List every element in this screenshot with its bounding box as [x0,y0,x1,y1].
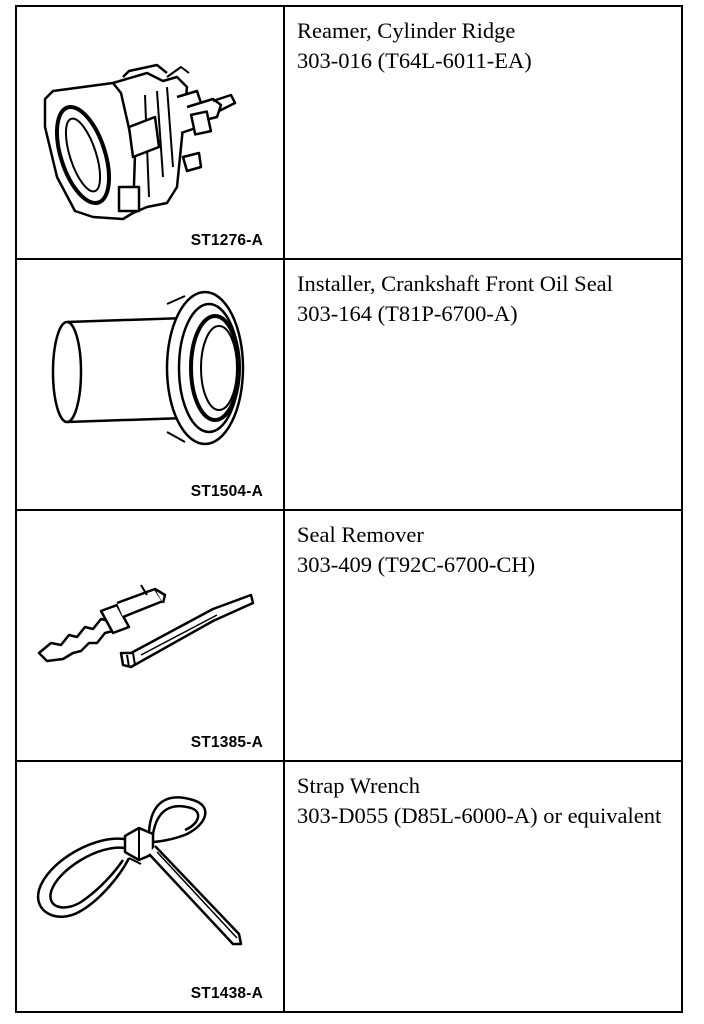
special-tools-table: ST1276-A Reamer, Cylinder Ridge 303-016 … [15,5,683,1013]
cylinder-ridge-reamer-icon [43,63,237,221]
strap-wrench-icon [36,796,243,946]
tool-description-cell: Installer, Crankshaft Front Oil Seal 303… [285,260,681,509]
tool-description-cell: Seal Remover 303-409 (T92C-6700-CH) [285,511,681,760]
figure-code: ST1276-A [190,232,263,249]
tool-part-number: 303-D055 (D85L-6000-A) or equivalent [297,803,662,828]
seal-installer-icon [51,290,245,446]
figure-code: ST1504-A [190,483,263,500]
tool-row-seal-remover: ST1385-A Seal Remover 303-409 (T92C-6700… [17,511,681,762]
tool-description-cell: Reamer, Cylinder Ridge 303-016 (T64L-601… [285,7,681,258]
tool-row-reamer: ST1276-A Reamer, Cylinder Ridge 303-016 … [17,7,681,260]
tool-row-seal-installer: ST1504-A Installer, Crankshaft Front Oil… [17,260,681,511]
tool-name: Strap Wrench [297,773,421,798]
tool-name: Seal Remover [297,522,424,547]
tool-illustration-cell: ST1276-A [17,7,285,258]
tool-part-number: 303-016 (T64L-6011-EA) [297,48,532,73]
tool-illustration-cell: ST1385-A [17,511,285,760]
tool-illustration-cell: ST1504-A [17,260,285,509]
tool-name: Installer, Crankshaft Front Oil Seal [297,271,613,296]
tool-description-cell: Strap Wrench 303-D055 (D85L-6000-A) or e… [285,762,681,1011]
tool-illustration-cell: ST1438-A [17,762,285,1011]
tool-part-number: 303-409 (T92C-6700-CH) [297,552,536,577]
tool-row-strap-wrench: ST1438-A Strap Wrench 303-D055 (D85L-600… [17,762,681,1011]
tool-part-number: 303-164 (T81P-6700-A) [297,301,518,326]
figure-code: ST1438-A [190,985,263,1002]
tool-name: Reamer, Cylinder Ridge [297,18,516,43]
figure-code: ST1385-A [190,734,263,751]
seal-remover-icon [37,584,255,669]
